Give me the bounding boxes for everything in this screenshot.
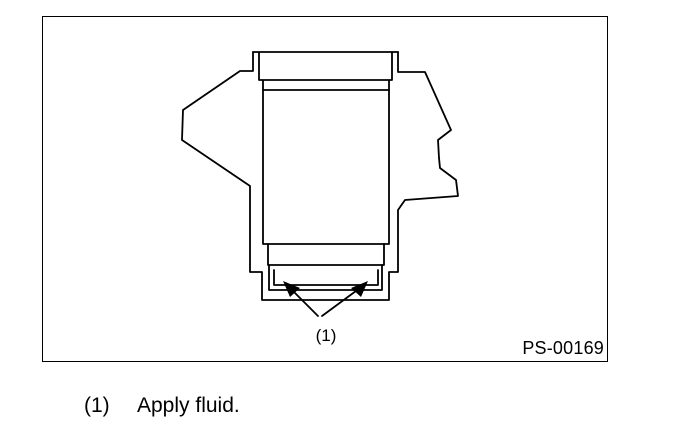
- legend-item: (1) Apply fluid.: [84, 393, 240, 419]
- cylinder-body: [262, 89, 390, 245]
- callout-label: (1): [315, 326, 337, 345]
- figure-frame: [42, 16, 608, 362]
- arrowhead-right: [351, 281, 368, 297]
- arrowhead-left: [283, 281, 300, 297]
- housing-outline: [181, 51, 459, 301]
- cylinder-cap: [252, 51, 399, 91]
- legend-item-text: Apply fluid.: [137, 394, 240, 417]
- figure-code: PS-00169: [522, 338, 604, 358]
- inner-bore: [268, 264, 383, 291]
- legend-item-number: (1): [84, 394, 110, 417]
- cylinder-stem: [267, 243, 385, 266]
- leader-line-right: [321, 287, 361, 317]
